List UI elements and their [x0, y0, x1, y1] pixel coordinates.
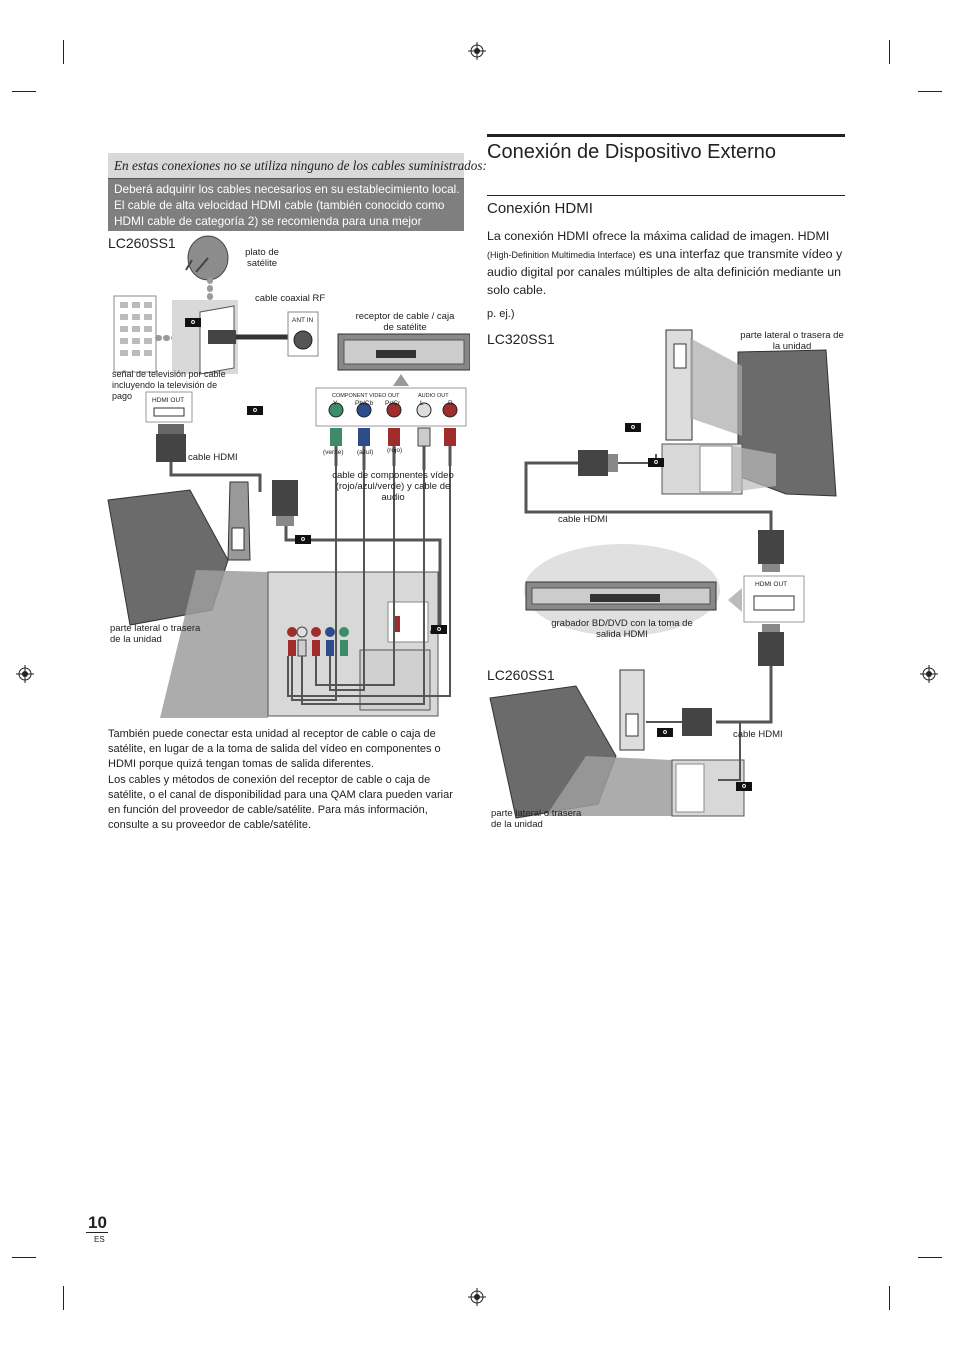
crop-mark	[63, 40, 64, 64]
option-badge: o	[185, 318, 201, 327]
option-badge: o	[736, 782, 752, 791]
page-number: 10	[88, 1213, 107, 1232]
hdmi-cable-label-right-top: cable HDMI	[558, 514, 608, 525]
recorder-label: grabador BD/DVD con la toma de salida HD…	[551, 618, 693, 640]
registration-mark-icon	[468, 1288, 486, 1306]
crop-mark	[889, 40, 890, 64]
body-paragraph: Los cables y métodos de conexión del rec…	[108, 773, 453, 832]
example-label: p. ej.)	[487, 308, 515, 320]
model-label-left: LC260SS1	[108, 235, 176, 251]
hdmi-cable-label-left: cable HDMI	[188, 452, 238, 463]
option-badge: o	[431, 625, 447, 634]
crop-mark	[918, 1257, 942, 1258]
building-icon	[113, 295, 157, 373]
hdmi-cable-label-right-bottom: cable HDMI	[733, 729, 783, 740]
language-code: ES	[94, 1235, 105, 1244]
registration-mark-icon	[920, 665, 938, 683]
receiver-label: receptor de cable / caja de satélite	[355, 311, 455, 333]
left-body-text: También puede conectar esta unidad al re…	[108, 727, 466, 833]
model-label-right-bottom: LC260SS1	[487, 667, 555, 683]
body-paragraph: También puede conectar esta unidad al re…	[108, 728, 441, 771]
r-label: R	[448, 400, 453, 407]
title-rule	[487, 134, 845, 137]
right-connection-diagram	[489, 329, 837, 819]
recorder-icon	[525, 581, 717, 611]
component-cable-label: cable de componentes vídeo (rojo/azul/ve…	[332, 470, 454, 503]
dish-label: plato de satélite	[245, 247, 279, 269]
coax-label: cable coaxial RF	[255, 293, 326, 304]
pr-label: Pr/Cr	[385, 400, 401, 407]
section-title: Conexión HDMI	[487, 200, 593, 217]
crop-mark	[889, 1286, 890, 1310]
intro-paragraph: La conexión HDMI ofrece la máxima calida…	[487, 229, 843, 297]
green-label: (verde)	[323, 449, 344, 456]
red-label: (rojo)	[387, 447, 403, 454]
model-label-right-top: LC320SS1	[487, 331, 555, 347]
left-connection-diagram	[107, 235, 470, 718]
page-title: Conexión de Dispositivo Externo	[487, 141, 777, 163]
section-rule	[487, 195, 845, 196]
pb-label: Pb/Cb	[355, 400, 374, 407]
signal-label: señal de televisión por cable incluyendo…	[112, 369, 226, 401]
page-number-rule	[86, 1232, 108, 1233]
crop-mark	[12, 91, 36, 92]
unit-side-label-right-top: parte lateral o trasera de la unidad	[740, 330, 844, 352]
satellite-dish-icon	[185, 235, 229, 281]
cable-note-box: En estas conexiones no se utiliza ningun…	[108, 153, 487, 244]
l-label: L	[420, 400, 424, 407]
cable-receiver-icon	[337, 333, 470, 371]
registration-mark-icon	[468, 42, 486, 60]
crop-mark	[918, 91, 942, 92]
component-out-label: COMPONENT VIDEO OUT	[332, 393, 400, 399]
option-badge: o	[295, 535, 311, 544]
registration-mark-icon	[16, 665, 34, 683]
hdmi-out-label-right: HDMI OUT	[755, 581, 788, 588]
cable-note-body: Deberá adquirir los cables necesarios en…	[114, 182, 460, 244]
ant-in-label: ANT IN	[292, 317, 314, 324]
option-badge: o	[648, 458, 664, 467]
cable-note-heading: En estas conexiones no se utiliza ningun…	[108, 153, 487, 179]
blue-label: (azul)	[357, 449, 374, 456]
crop-mark	[12, 1257, 36, 1258]
option-badge: o	[657, 728, 673, 737]
unit-side-label-right-bottom: parte lateral o trasera de la unidad	[491, 808, 582, 830]
y-label: Y	[333, 400, 338, 407]
unit-side-label-left: parte lateral o trasera de la unidad	[110, 623, 201, 645]
option-badge: o	[625, 423, 641, 432]
option-badge: o	[247, 406, 263, 415]
audio-out-label: AUDIO OUT	[418, 393, 449, 399]
hdmi-out-label-left: HDMI OUT	[152, 397, 185, 404]
crop-mark	[63, 1286, 64, 1310]
